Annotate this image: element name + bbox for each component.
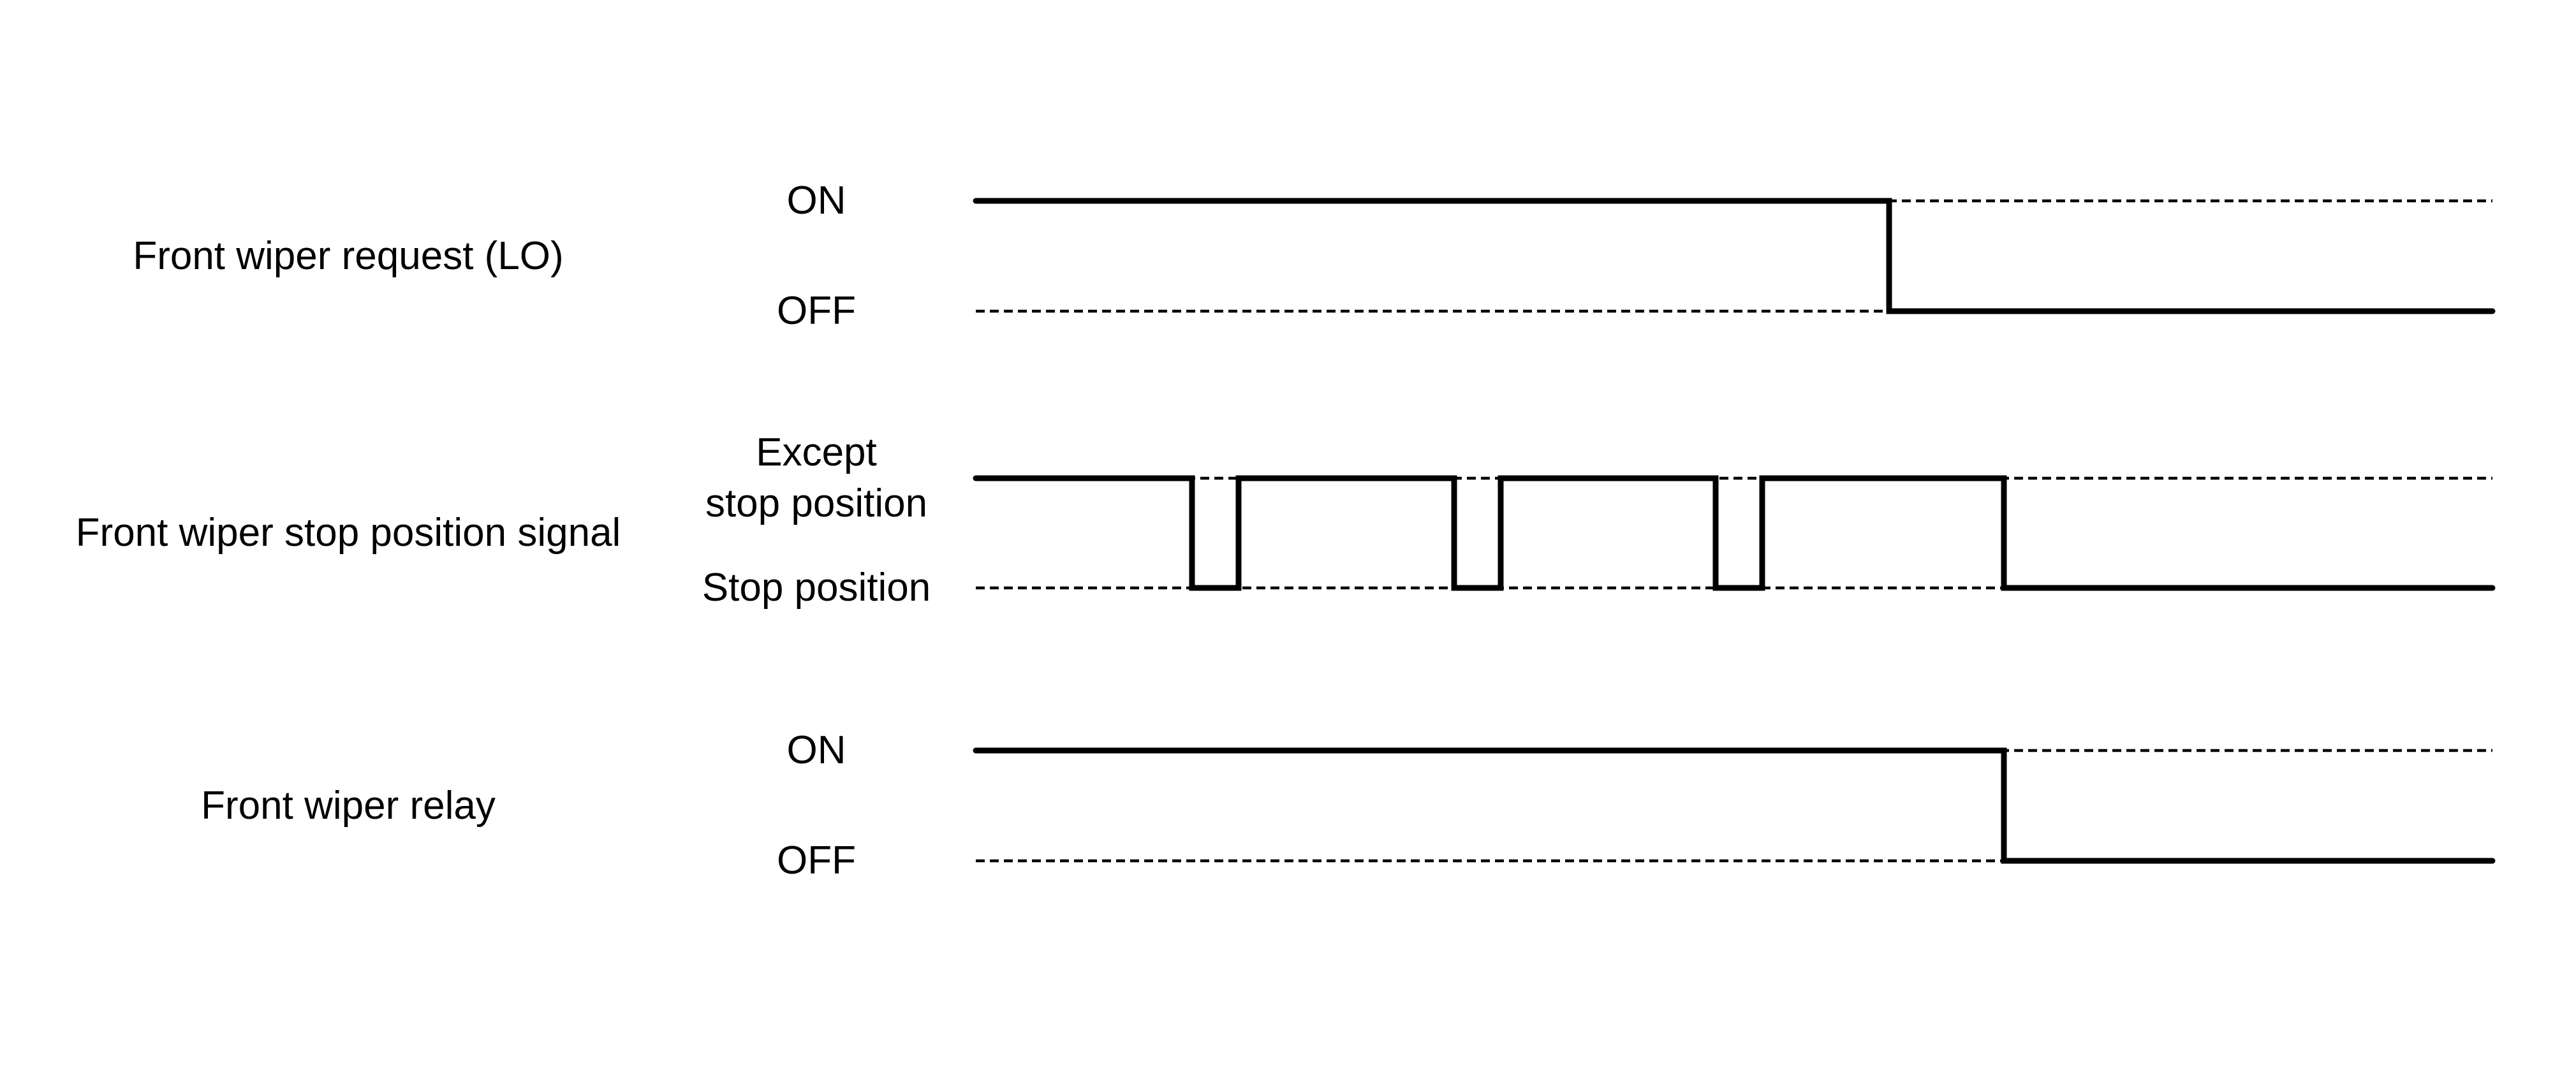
- signal-label-front-wiper-relay: Front wiper relay: [201, 783, 496, 828]
- level-label-relay-off: OFF: [777, 839, 856, 883]
- solid-waveform-signal-1: [973, 475, 2496, 591]
- level-label-relay-on: ON: [786, 728, 846, 773]
- signal-label-front-wiper-stop-position-signal: Front wiper stop position signal: [75, 511, 621, 555]
- level-label-request-on: ON: [786, 179, 846, 223]
- level-label-except-stop-position: Except stop position: [705, 430, 928, 525]
- solid-waveform-signal-2: [973, 747, 2496, 864]
- level-label-request-off: OFF: [777, 289, 856, 333]
- solid-waveform-signal-0: [973, 198, 2496, 314]
- level-label-stop-position: Stop position: [702, 566, 931, 610]
- signal-label-front-wiper-request-lo: Front wiper request (LO): [133, 233, 564, 278]
